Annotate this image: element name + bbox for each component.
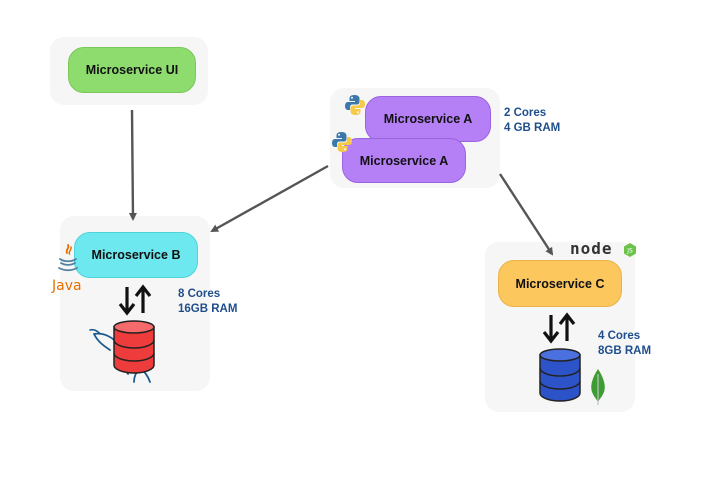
service-b-specs: 8 Cores 16GB RAM: [178, 287, 237, 317]
sync-arrows-icon: [118, 284, 152, 316]
service-b-cores: 8 Cores: [178, 288, 221, 300]
service-a-ram: 4 GB RAM: [504, 122, 561, 134]
database-icon: [539, 348, 581, 402]
microservice-b-node[interactable]: Microservice B: [74, 232, 198, 278]
service-b-ram: 16GB RAM: [178, 303, 238, 315]
nodejs-icon: JS: [624, 243, 636, 257]
python-icon: [332, 132, 352, 152]
service-c-specs: 4 Cores 8GB RAM: [598, 329, 651, 359]
service-a-specs: 2 Cores 4 GB RAM: [504, 106, 560, 136]
service-c-ram: 8GB RAM: [598, 345, 652, 357]
arrow-a-to-b: [210, 164, 329, 233]
java-icon: [58, 244, 78, 272]
python-icon: [345, 95, 365, 115]
mongodb-icon: [591, 369, 605, 405]
sync-arrows-icon: [542, 312, 576, 344]
nodejs-logo-text: node: [570, 239, 613, 258]
microservice-a-node-back[interactable]: Microservice A: [365, 96, 491, 142]
database-icon: [113, 320, 155, 374]
java-logo-text: Java: [52, 278, 82, 294]
nodejs-badge-text: JS: [626, 248, 633, 255]
arrow-a-to-c: [498, 173, 554, 256]
service-c-cores: 4 Cores: [598, 330, 641, 342]
microservice-a-node-front[interactable]: Microservice A: [342, 138, 466, 183]
microservice-ui-node[interactable]: Microservice UI: [68, 47, 196, 93]
service-a-cores: 2 Cores: [504, 107, 547, 119]
microservice-c-node[interactable]: Microservice C: [498, 260, 622, 307]
arrow-ui-to-b: [128, 109, 137, 221]
